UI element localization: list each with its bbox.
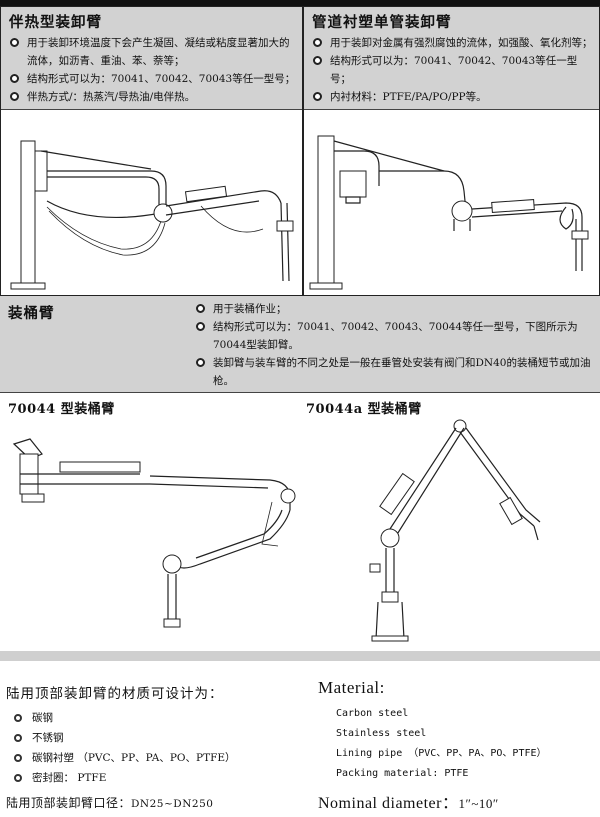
heating-arm-panel: 伴热型装卸臂 用于装卸环境温度下会产生凝固、凝结或粘度显著加大的流体，如沥青、重… <box>0 6 303 296</box>
lined-arm-drawing <box>309 135 589 290</box>
material-cn-title: 陆用顶部装卸臂的材质可设计为： <box>6 686 224 702</box>
divider-bar <box>0 651 600 661</box>
diameter-cn: 陆用顶部装卸臂口径：DN25~DN250 <box>6 794 213 811</box>
material-cn-item: 碳钢衬塑 （PVC、PP、PA、PO、PTFE） <box>6 748 306 768</box>
diameter-en-label: Nominal diameter： <box>318 795 459 812</box>
heating-arm-bullet: 结构形式可以为：70041、70042、70043等任一型号； <box>9 70 296 88</box>
lined-arm-header: 管道衬塑单管装卸臂 用于装卸对金属有强烈腐蚀的流体，如强酸、氧化剂等； 结构形式… <box>304 7 599 110</box>
bucket-arm-bullet: 结构形式可以为：70041、70042、70043、70044等任一型号，下图所… <box>195 318 595 354</box>
bucket-arm-70044-drawing <box>12 438 296 628</box>
lined-arm-bullet: 用于装卸对金属有强烈腐蚀的流体，如强酸、氧化剂等； <box>312 34 593 52</box>
diameter-en: Nominal diameter：1″~10″ <box>318 789 499 813</box>
heating-arm-title: 伴热型装卸臂 <box>9 14 102 31</box>
bucket-arm-caption-right: 70044a 型装桶臂 <box>306 402 422 417</box>
material-cn-item: 不锈钢 <box>6 728 306 748</box>
heating-arm-bullet: 伴热方式/：热蒸汽/导热油/电伴热。 <box>9 88 296 106</box>
material-cn-section: 陆用顶部装卸臂的材质可设计为： 碳钢 不锈钢 碳钢衬塑 （PVC、PP、PA、P… <box>6 682 306 788</box>
lined-arm-title: 管道衬塑单管装卸臂 <box>312 14 452 31</box>
bucket-arm-bullet: 用于装桶作业； <box>195 300 595 318</box>
diameter-en-value: 1″~10″ <box>458 796 499 811</box>
material-en-item: Packing material: PTFE <box>336 768 469 779</box>
material-cn-item: 密封圈： PTFE <box>6 768 306 788</box>
bucket-arm-caption-left: 70044 型装桶臂 <box>8 402 115 417</box>
lined-arm-bullet: 内衬材料：PTFE/PA/PO/PP等。 <box>312 88 593 106</box>
heating-arm-header: 伴热型装卸臂 用于装卸环境温度下会产生凝固、凝结或粘度显著加大的流体，如沥青、重… <box>1 7 302 110</box>
bucket-arm-bullet: 装卸臂与装车臂的不同之处是一般在垂管处安装有阀门和DN40的装桶短节或加油枪。 <box>195 354 595 390</box>
material-cn-item: 碳钢 <box>6 708 306 728</box>
material-en-item: Carbon steel <box>336 708 409 719</box>
bucket-arm-section: 装桶臂 用于装桶作业； 结构形式可以为：70041、70042、70043、70… <box>0 296 600 393</box>
bucket-arm-bullets: 用于装桶作业； 结构形式可以为：70041、70042、70043、70044等… <box>195 300 595 390</box>
material-en-item: Lining pipe （PVC、PP、PA、PO、PTFE） <box>336 748 547 759</box>
heating-arm-drawing <box>10 140 294 290</box>
lined-arm-panel: 管道衬塑单管装卸臂 用于装卸对金属有强烈腐蚀的流体，如强酸、氧化剂等； 结构形式… <box>303 6 600 296</box>
diameter-cn-label: 陆用顶部装卸臂口径： <box>6 796 132 810</box>
material-en-title: Material: <box>318 678 385 697</box>
heating-arm-bullet: 用于装卸环境温度下会产生凝固、凝结或粘度显著加大的流体，如沥青、重油、苯、萘等； <box>9 34 296 70</box>
lined-arm-bullet: 结构形式可以为：70041、70042、70043等任一型号； <box>312 52 593 88</box>
bucket-arm-70044a-drawing <box>369 419 541 642</box>
material-en-item: Stainless steel <box>336 728 427 739</box>
top-rule <box>0 0 600 6</box>
diameter-cn-value: DN25~DN250 <box>131 798 214 810</box>
material-en-section: Material: Carbon steel Stainless steel L… <box>318 678 598 784</box>
bucket-arm-title: 装桶臂 <box>8 305 55 322</box>
